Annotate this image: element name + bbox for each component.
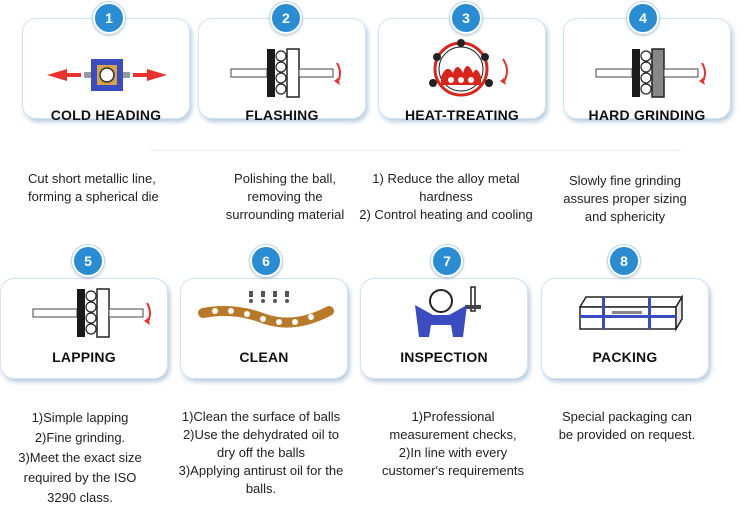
step-number-badge: 6 bbox=[250, 245, 282, 277]
lapping-plates-icon bbox=[32, 288, 151, 338]
step-description: Slowly fine grinding assures proper sizi… bbox=[563, 173, 687, 224]
step-number-badge: 5 bbox=[72, 245, 104, 277]
step-title: HEAT-TREATING bbox=[404, 107, 520, 123]
step-description: 1)Professional measurement checks, 2)In … bbox=[382, 409, 524, 478]
flashing-plates-icon bbox=[230, 48, 341, 98]
step-number-badge: 4 bbox=[627, 2, 659, 34]
step-description: 1)Simple lapping 2)Fine grinding. 3)Meet… bbox=[18, 410, 142, 505]
step-title: FLASHING bbox=[245, 107, 319, 123]
step-card-2: FLASHING bbox=[198, 18, 366, 123]
step-card-5: LAPPING bbox=[0, 278, 168, 379]
step-title: PACKING bbox=[592, 349, 658, 365]
step-number-badge: 3 bbox=[450, 2, 482, 34]
step-card-8: PACKING bbox=[541, 278, 709, 379]
step-description: Special packaging can be provided on req… bbox=[558, 409, 696, 442]
conveyor-clean-icon bbox=[198, 291, 334, 328]
step-card-4: HARD GRINDING bbox=[563, 18, 731, 123]
step-number-badge: 1 bbox=[93, 2, 125, 34]
step-number-badge: 7 bbox=[431, 245, 463, 277]
step-title: HARD GRINDING bbox=[588, 107, 706, 123]
divider bbox=[150, 150, 680, 151]
step-description: Polishing the ball, removing the surroun… bbox=[225, 171, 345, 222]
step-title: LAPPING bbox=[52, 349, 116, 365]
inspection-gauge-icon bbox=[415, 286, 481, 337]
furnace-icon bbox=[429, 39, 508, 97]
step-description: 1) Reduce the alloy metal hardness 2) Co… bbox=[359, 171, 533, 222]
step-title: COLD HEADING bbox=[50, 107, 162, 123]
grinding-plates-icon bbox=[595, 48, 706, 98]
step-description: Cut short metallic line, forming a spher… bbox=[28, 171, 159, 204]
step-title: INSPECTION bbox=[400, 349, 488, 365]
step-number-badge: 2 bbox=[270, 2, 302, 34]
step-card-6: CLEAN bbox=[180, 278, 348, 379]
step-card-7: INSPECTION bbox=[360, 278, 528, 379]
step-title: CLEAN bbox=[239, 349, 289, 365]
cold-heading-die-icon bbox=[47, 59, 167, 91]
step-description: 1)Clean the surface of balls 2)Use the d… bbox=[178, 409, 344, 496]
package-box-icon bbox=[578, 294, 684, 332]
step-card-1: COLD HEADING bbox=[22, 18, 190, 123]
step-number-badge: 8 bbox=[608, 245, 640, 277]
